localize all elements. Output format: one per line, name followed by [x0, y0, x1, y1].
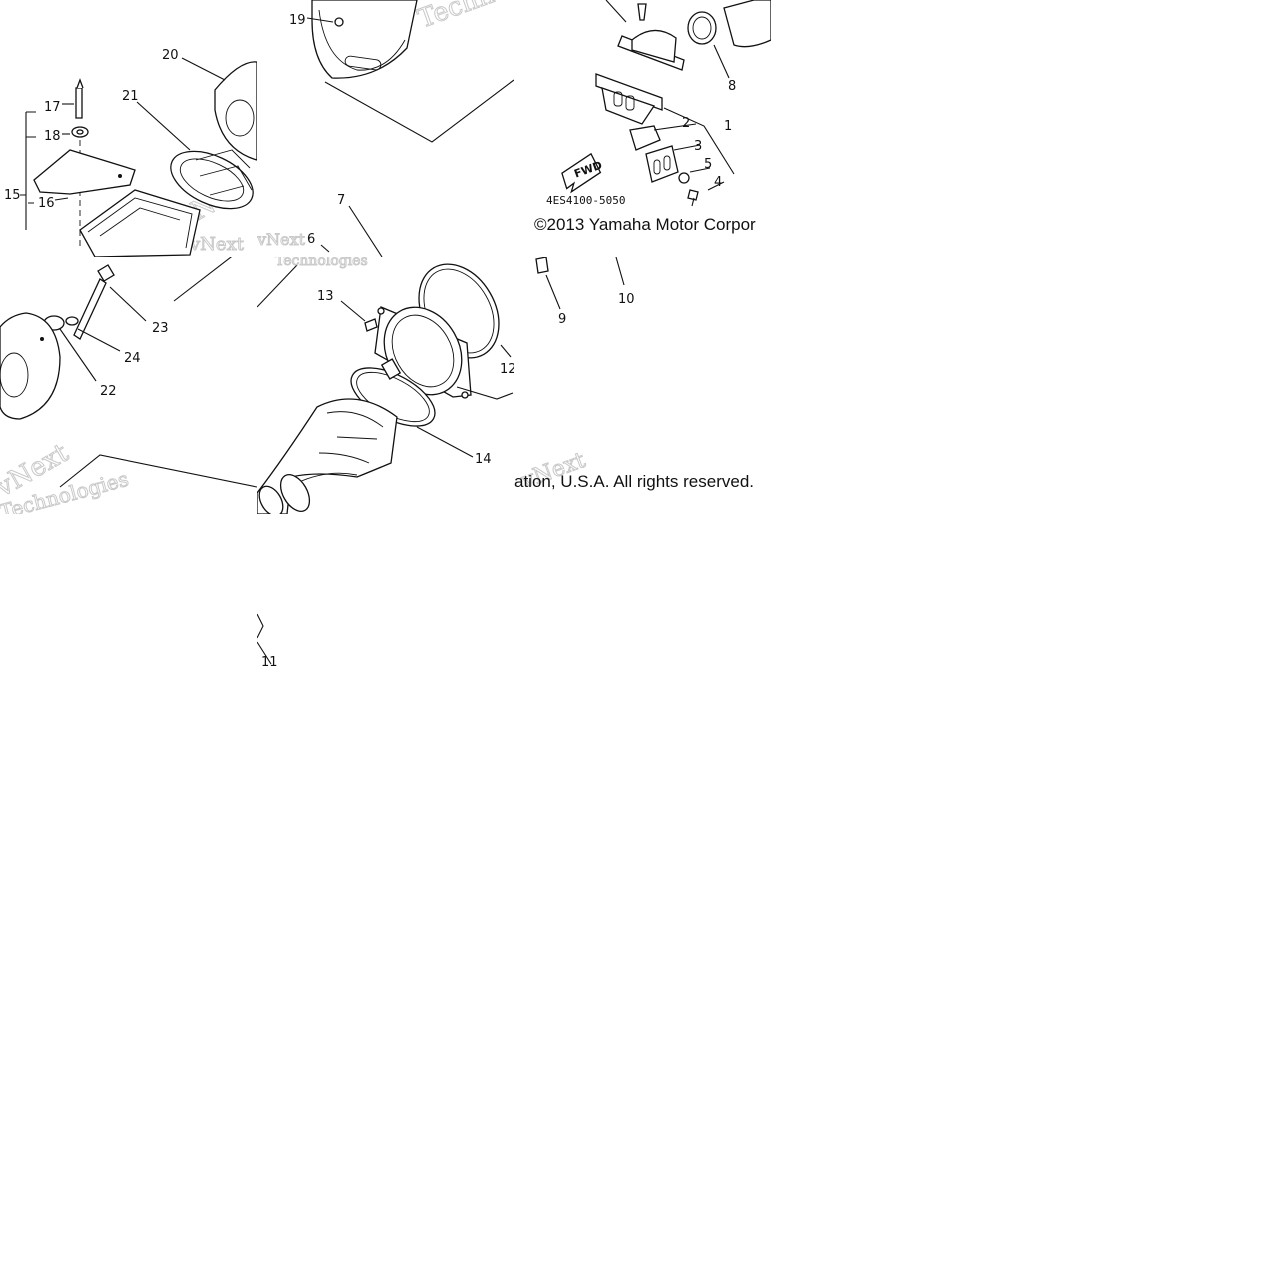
callout-3: 3 [694, 139, 702, 154]
watermark-text: vNext [189, 234, 245, 255]
drawing-code: 4ES4100-5050 [546, 194, 625, 207]
callout-9: 9 [558, 312, 566, 327]
diagram-tile-d: vNext Technologies 23 24 22 [0, 257, 257, 514]
callout-2: 2 [682, 116, 690, 131]
callout-17: 17 [44, 100, 61, 115]
callout-12: 12 [500, 362, 514, 377]
callout-23: 23 [152, 321, 169, 336]
callout-10: 10 [618, 292, 635, 307]
diagram-tile-f: vNext ation, U.S.A. All rights reserved.… [514, 257, 771, 514]
callout-22: 22 [100, 384, 117, 399]
callout-13: 13 [317, 289, 334, 304]
callout-19: 19 [289, 13, 306, 28]
callout-18: 18 [44, 129, 61, 144]
callout-1: 1 [724, 119, 732, 134]
callout-21: 21 [122, 89, 139, 104]
diagram-tile-g: 11 [257, 514, 297, 674]
watermark-text: Technologies [414, 0, 514, 35]
callout-14: 14 [475, 452, 492, 467]
callout-15: 15 [4, 188, 21, 203]
callout-16: 16 [38, 196, 55, 211]
callout-6: 6 [307, 232, 315, 247]
diagram-tile-a: vNext vNext [0, 0, 257, 257]
callout-5: 5 [704, 157, 712, 172]
watermark-text: Technologies [275, 257, 368, 269]
fwd-arrow-icon [561, 152, 602, 194]
callout-8: 8 [728, 79, 736, 94]
callout-4: 4 [714, 175, 722, 190]
copyright-end: ation, U.S.A. All rights reserved. [514, 472, 754, 491]
diagram-tile-b: Technologies vNext 19 7 6 [257, 0, 514, 257]
callout-24: 24 [124, 351, 141, 366]
copyright-start: ©2013 Yamaha Motor Corpor [534, 215, 756, 234]
callout-11: 11 [261, 655, 278, 670]
watermark-text: vNext [257, 230, 306, 249]
diagram-tile-e: Technologies 13 12 14 [257, 257, 514, 514]
diagram-tile-c: FWD 4ES4100-5050 ©2013 Yamaha Motor Corp… [514, 0, 771, 257]
callout-20: 20 [162, 48, 179, 63]
callout-7: 7 [337, 193, 345, 208]
